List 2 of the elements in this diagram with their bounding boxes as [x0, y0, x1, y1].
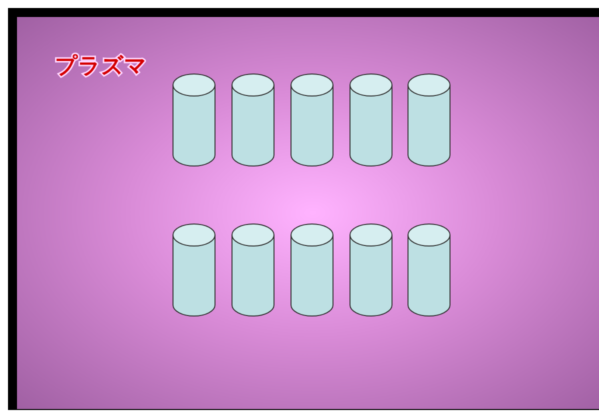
plasma-panel [8, 8, 599, 410]
panel-title: プラズマ [55, 52, 147, 80]
